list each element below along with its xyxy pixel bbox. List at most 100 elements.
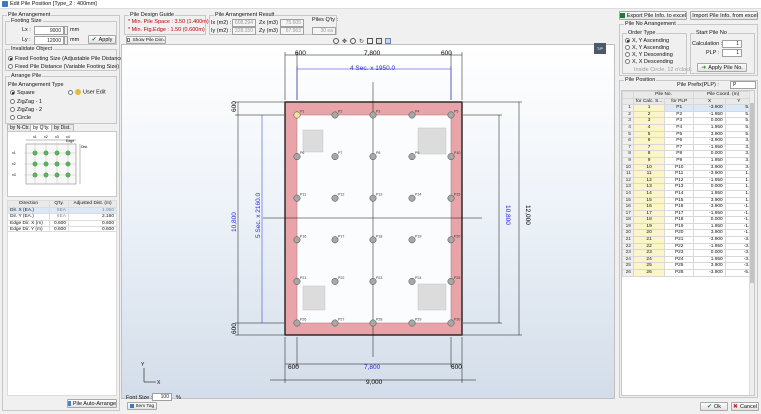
table-cell[interactable]: 12 <box>632 176 666 185</box>
table-cell[interactable]: 20 <box>632 229 666 238</box>
pile-marker[interactable] <box>293 277 301 285</box>
table-cell[interactable]: P18 <box>664 216 695 224</box>
ly-input[interactable]: 12000 <box>34 36 64 45</box>
zigzag2-option[interactable]: ZigZag - 2 <box>10 107 42 113</box>
table-cell[interactable]: 13 <box>632 183 666 191</box>
table-cell[interactable]: 3.900 <box>693 130 726 139</box>
pile-marker[interactable] <box>447 111 455 119</box>
view-button[interactable]: T/P <box>594 43 606 54</box>
table-cell[interactable]: -1.950 <box>693 143 726 152</box>
table-cell[interactable]: 15 <box>632 196 666 205</box>
table-cell[interactable]: 0.000 <box>693 150 726 158</box>
view-3d-icon[interactable] <box>385 38 392 44</box>
prefix-input[interactable]: P <box>730 81 756 89</box>
pile-marker[interactable] <box>408 277 416 285</box>
user-edit-option[interactable]: User Edit <box>68 89 106 95</box>
order-option-1[interactable]: X, Y Ascending <box>625 38 669 44</box>
table-cell[interactable]: 18 <box>632 216 666 224</box>
table-cell[interactable]: P19 <box>664 222 695 231</box>
table-cell[interactable]: P26 <box>664 269 695 277</box>
table-cell[interactable]: P14 <box>664 189 695 198</box>
table-cell[interactable]: P22 <box>664 242 695 251</box>
pile-marker[interactable] <box>293 111 301 119</box>
table-cell[interactable]: P20 <box>664 229 695 238</box>
table-cell[interactable]: -1.950 <box>693 242 726 251</box>
pile-marker[interactable] <box>447 153 455 161</box>
table-cell[interactable]: 4 <box>632 123 666 132</box>
order-option-4[interactable]: X, X Descending <box>625 59 673 65</box>
table-cell[interactable]: 14 <box>632 189 666 198</box>
table-cell[interactable]: P9 <box>664 156 695 165</box>
table-cell[interactable]: 9 <box>632 156 666 165</box>
pile-marker[interactable] <box>331 236 339 244</box>
table-cell[interactable]: 21 <box>632 236 666 244</box>
table-cell[interactable]: P16 <box>664 203 695 211</box>
order-option-2[interactable]: X, Y Ascending <box>625 45 669 51</box>
apply-pile-no-button[interactable]: ➜Apply Pile No. <box>697 63 747 72</box>
order-option-3[interactable]: X, Y Descending <box>625 52 673 58</box>
table-cell[interactable]: 1.950 <box>693 189 726 198</box>
table-cell[interactable]: 16 <box>632 203 666 211</box>
table-cell[interactable]: -1.950 <box>693 176 726 185</box>
table-cell[interactable]: 1 <box>632 104 666 112</box>
table-cell[interactable]: 5 <box>632 130 666 139</box>
pile-marker[interactable] <box>331 194 339 202</box>
pile-marker[interactable] <box>408 153 416 161</box>
pile-marker[interactable] <box>447 194 455 202</box>
pile-marker[interactable] <box>331 319 339 327</box>
table-cell[interactable]: 24 <box>632 255 666 264</box>
plp-input[interactable]: 1 <box>722 49 742 57</box>
table-cell[interactable]: P13 <box>664 183 695 191</box>
pile-marker[interactable] <box>331 111 339 119</box>
pile-marker[interactable] <box>293 236 301 244</box>
import-excel-button[interactable]: Import Pile Info. from excel <box>690 11 758 20</box>
pan-icon[interactable]: ✥ <box>342 38 348 45</box>
pile-marker[interactable] <box>408 319 416 327</box>
calculation-input[interactable]: 1 <box>722 40 742 48</box>
font-size-input[interactable]: 100 <box>152 393 172 401</box>
table-cell[interactable]: 11 <box>632 170 666 178</box>
scrollbar-thumb[interactable] <box>750 103 754 283</box>
lx-input[interactable]: 9000 <box>34 26 64 35</box>
table-cell[interactable]: 3.900 <box>693 163 726 172</box>
apply-footing-button[interactable]: ✔Apply <box>88 35 116 44</box>
pile-marker[interactable] <box>293 153 301 161</box>
table-cell[interactable]: P23 <box>664 249 695 257</box>
table-cell[interactable]: P12 <box>664 176 695 185</box>
pile-marker[interactable] <box>369 194 377 202</box>
pile-marker[interactable] <box>408 111 416 119</box>
table-cell[interactable]: P24 <box>664 255 695 264</box>
table-cell[interactable]: 0.000 <box>693 216 726 224</box>
fixed-footing-option[interactable]: Fixed Footing Size (Adjustable Pile Dist… <box>8 56 125 62</box>
pile-marker[interactable] <box>331 153 339 161</box>
circle-option[interactable]: Circle <box>10 115 31 121</box>
table-cell[interactable]: 10 <box>632 163 666 172</box>
table-cell[interactable]: P6 <box>664 137 695 145</box>
pile-marker[interactable] <box>408 236 416 244</box>
table-cell[interactable]: 0.000 <box>693 183 726 191</box>
pile-marker[interactable] <box>331 277 339 285</box>
table-cell[interactable]: 3.900 <box>693 262 726 271</box>
zigzag1-option[interactable]: ZigZag - 1 <box>10 99 42 105</box>
table-cell[interactable]: P21 <box>664 236 695 244</box>
table-cell[interactable]: P10 <box>664 163 695 172</box>
table-cell[interactable]: -3.900 <box>693 203 726 211</box>
select-icon[interactable] <box>376 38 383 44</box>
fit-icon[interactable] <box>367 38 374 44</box>
square-option[interactable]: Square <box>10 90 35 96</box>
table-cell[interactable]: 3.900 <box>693 196 726 205</box>
